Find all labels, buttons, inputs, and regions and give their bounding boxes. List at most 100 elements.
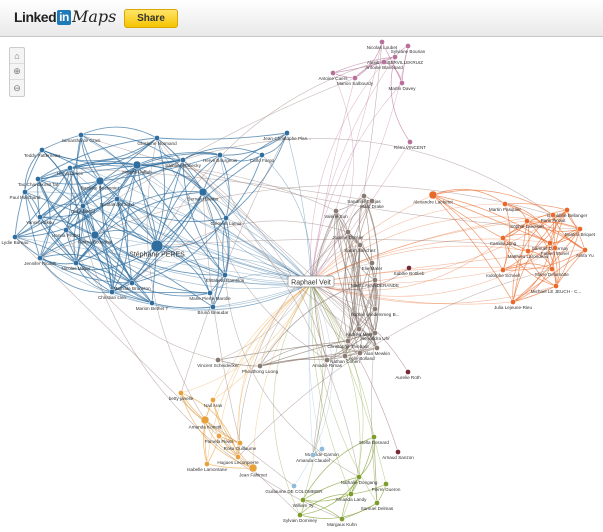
graph-node[interactable]: Sandrine Faujas <box>347 193 381 204</box>
graph-node[interactable]: Arnaud Sanzon <box>382 449 414 460</box>
graph-node[interactable]: Paris Pinaut <box>541 212 566 223</box>
node-dot[interactable] <box>395 449 401 455</box>
node-dot[interactable] <box>217 152 223 158</box>
graph-node[interactable]: Nicolas Meyer <box>61 260 91 271</box>
node-dot[interactable] <box>248 463 258 473</box>
node-dot[interactable] <box>237 440 243 446</box>
graph-node[interactable]: Sylviane Bourian <box>391 43 426 54</box>
node-dot[interactable] <box>374 500 380 506</box>
node-dot[interactable] <box>204 461 210 467</box>
graph-node[interactable]: Valérie Sun <box>324 208 348 219</box>
graph-node[interactable]: Géraldine Bellanger <box>547 207 588 218</box>
node-dot[interactable] <box>361 193 367 199</box>
node-dot[interactable] <box>95 176 105 186</box>
node-dot[interactable] <box>319 446 325 452</box>
graph-node[interactable]: Christophe Thiebaut <box>327 338 369 349</box>
graph-node[interactable]: Cécile Bolland <box>345 350 375 361</box>
graph-node[interactable]: Manon Salbourdy <box>337 75 374 86</box>
graph-node[interactable]: Alexandra Uhr <box>360 330 390 341</box>
graph-node[interactable]: Hervé Lenoir <box>57 165 84 176</box>
graph-node[interactable]: Bruno Beaudar <box>198 304 229 315</box>
node-dot[interactable] <box>330 70 336 76</box>
graph-node[interactable]: Tao Chantakosit Tal <box>18 176 58 187</box>
node-dot[interactable] <box>223 215 229 221</box>
graph-node[interactable]: Lydie Bureau <box>2 234 29 245</box>
node-dot[interactable] <box>37 214 43 220</box>
node-dot[interactable] <box>399 80 405 86</box>
graph-node[interactable]: Stéphane PERES <box>129 239 185 259</box>
graph-node[interactable]: Amanda Claudel <box>296 452 330 463</box>
node-dot[interactable] <box>547 240 553 246</box>
node-dot[interactable] <box>222 272 228 278</box>
home-icon[interactable]: ⌂ <box>10 48 24 64</box>
zoom-out-icon[interactable]: ⊖ <box>13 82 21 93</box>
graph-node[interactable]: Maël LAVANDERANDE <box>351 277 399 288</box>
graph-node[interactable]: Nail Aras <box>204 397 223 408</box>
node-dot[interactable] <box>406 265 412 271</box>
node-dot[interactable] <box>297 512 303 518</box>
graph-node[interactable]: Christian Lion <box>98 289 127 300</box>
node-dot[interactable] <box>35 176 41 182</box>
node-dot[interactable] <box>78 132 84 138</box>
node-dot[interactable] <box>284 130 290 136</box>
node-dot[interactable] <box>502 201 508 207</box>
graph-node[interactable]: Paul Marchand <box>10 189 41 200</box>
graph-node[interactable]: Martin Pasquier <box>489 201 522 212</box>
graph-node[interactable]: Sophie vandemmeg B... <box>350 306 400 317</box>
node-dot[interactable] <box>372 306 378 312</box>
graph-node[interactable]: Samuel Stanecky <box>165 157 202 168</box>
node-dot[interactable] <box>357 242 363 248</box>
graph-node[interactable]: Elie Mater <box>362 260 383 271</box>
graph-node[interactable]: Teddy Patterneau <box>24 147 60 158</box>
node-dot[interactable] <box>200 415 210 425</box>
graph-node[interactable]: Martin Davey <box>388 80 416 91</box>
node-dot[interactable] <box>215 357 221 363</box>
node-dot[interactable] <box>369 198 375 204</box>
node-dot[interactable] <box>333 208 339 214</box>
node-dot[interactable] <box>37 255 43 261</box>
node-dot[interactable] <box>357 350 363 356</box>
node-dot[interactable] <box>259 152 265 158</box>
graph-node[interactable]: Alexandre Lachetet <box>413 190 454 205</box>
node-dot[interactable] <box>180 157 186 163</box>
node-dot[interactable] <box>12 234 18 240</box>
graph-node[interactable]: Michael LE JEUCH - C... <box>531 283 582 294</box>
node-dot[interactable] <box>310 452 316 458</box>
graph-node[interactable]: Jean-Christophe Plan... <box>263 130 311 141</box>
graph-node[interactable]: Beatrix Briquet <box>565 226 596 237</box>
graph-node[interactable]: Isabelle Lamontane <box>187 461 228 472</box>
node-dot[interactable] <box>564 207 570 213</box>
node-dot[interactable] <box>109 289 115 295</box>
graph-node[interactable]: Hervé Bourgeois <box>203 152 238 163</box>
graph-node[interactable]: Marc Drake <box>360 198 384 209</box>
graph-node[interactable]: betty janelle <box>169 390 194 401</box>
node-dot[interactable] <box>577 226 583 232</box>
node-dot[interactable] <box>500 267 506 273</box>
graph-node[interactable]: Elisabeth Ramelon <box>206 272 245 283</box>
graph-node[interactable]: Joanne Dornier <box>332 229 364 240</box>
graph-node[interactable]: Sophie Lavoisier <box>510 218 544 229</box>
node-dot[interactable] <box>150 239 164 253</box>
node-dot[interactable] <box>510 299 516 305</box>
node-dot[interactable] <box>339 516 345 522</box>
node-dot[interactable] <box>372 277 378 283</box>
node-dot[interactable] <box>405 43 411 49</box>
node-dot[interactable] <box>39 147 45 153</box>
graph-node[interactable]: Nicolas Bertrand <box>100 196 134 207</box>
graph-node[interactable]: Carlo Fargo <box>250 152 275 163</box>
node-dot[interactable] <box>392 54 398 60</box>
node-dot[interactable] <box>372 330 378 336</box>
node-dot[interactable] <box>73 260 79 266</box>
node-dot[interactable] <box>149 300 155 306</box>
graph-node[interactable]: Marion Bethet T <box>136 300 169 311</box>
graph-node[interactable]: Daniel Bord <box>71 203 95 214</box>
node-dot[interactable] <box>63 227 69 233</box>
graph-node[interactable]: Hugues Leconpierre <box>217 454 259 465</box>
graph-node[interactable]: Sarah Sanchez <box>344 242 376 253</box>
node-dot[interactable] <box>428 190 438 200</box>
graph-node[interactable]: Baptiste Bessonier <box>81 176 120 191</box>
node-dot[interactable] <box>582 247 588 253</box>
graph-node[interactable]: Pierre Gueron <box>372 481 401 492</box>
